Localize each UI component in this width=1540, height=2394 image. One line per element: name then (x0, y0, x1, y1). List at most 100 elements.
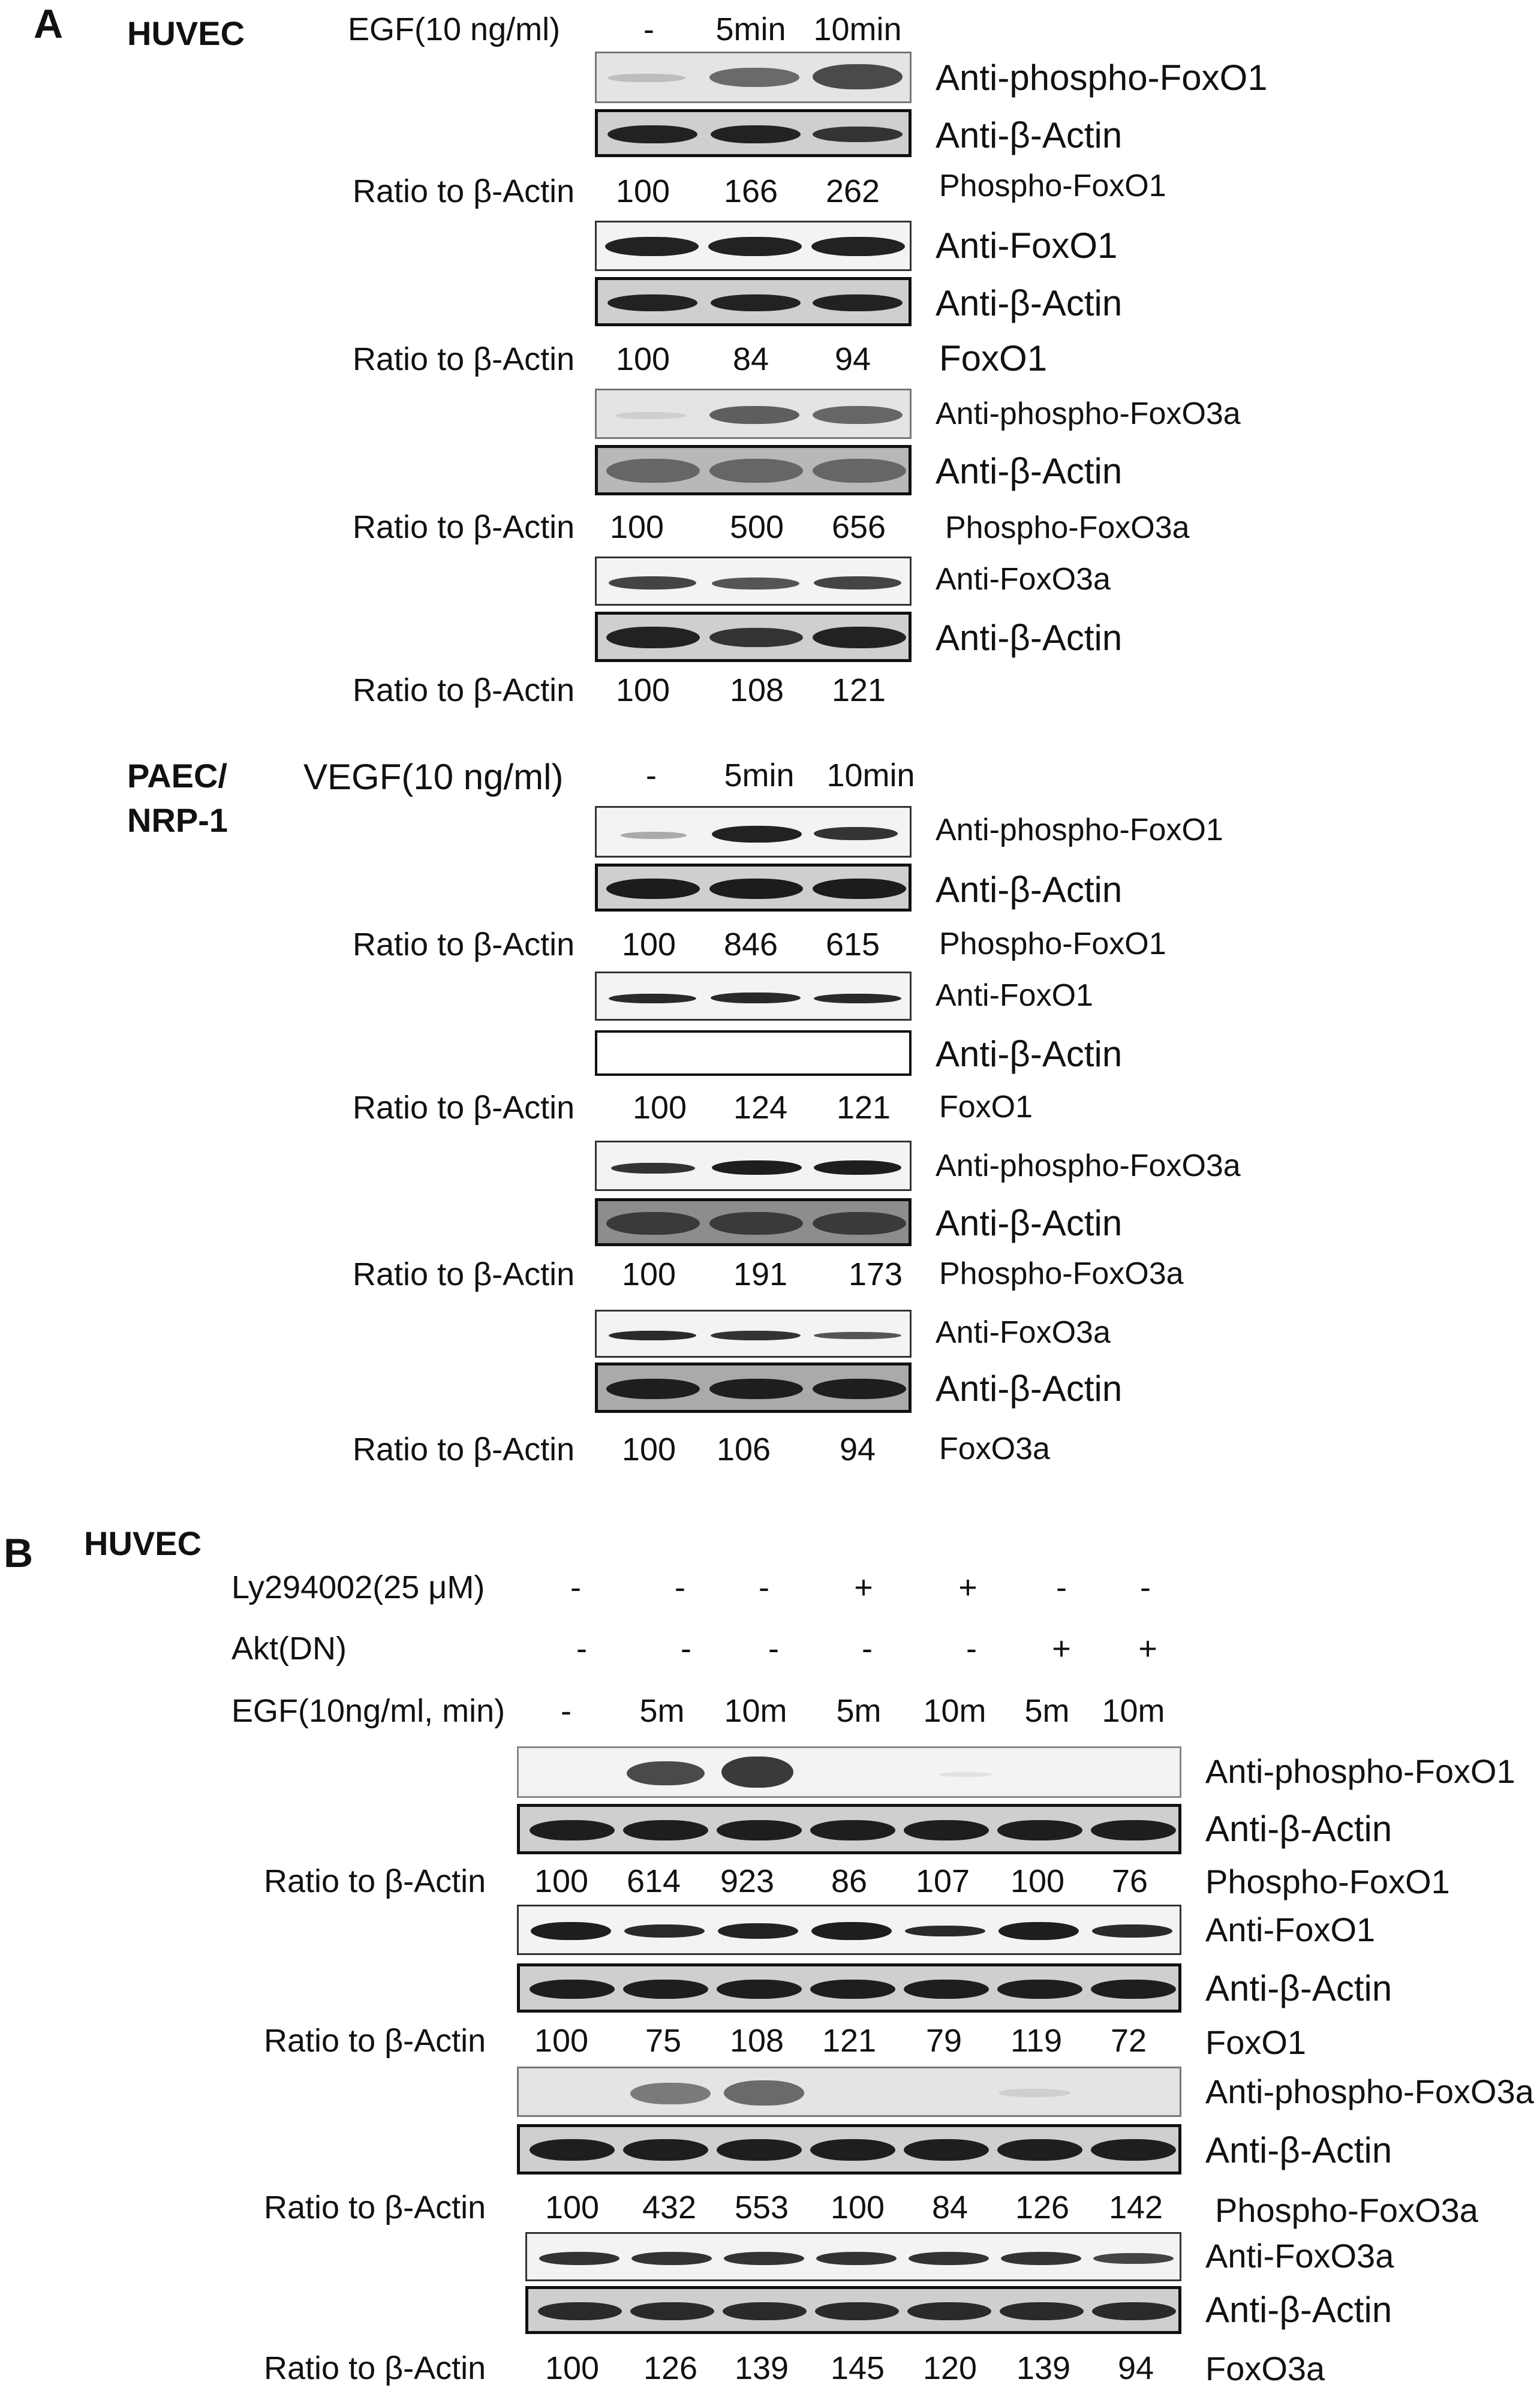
blot-band (709, 1212, 803, 1235)
blot-band (609, 994, 696, 1003)
huvec-value: 121 (831, 672, 886, 708)
b-foxo1-blot (517, 1905, 1181, 1955)
b-phospho-foxo1-blot (517, 1746, 1181, 1798)
blot-band (1093, 2253, 1174, 2264)
paec-value: 94 (839, 1431, 876, 1467)
b-value: 84 (931, 2190, 968, 2225)
b-target-label-3: Phospho-FoxO3a (1215, 2191, 1478, 2229)
huvec-foxo3a-label: Anti-FoxO3a (936, 562, 1111, 597)
paec-foxo1-label: Anti-FoxO1 (936, 978, 1093, 1013)
egf-lane-label: - (561, 1693, 572, 1729)
blot-band (630, 2302, 714, 2320)
huvec-phospho-foxo1-label: Anti-phospho-FoxO1 (936, 58, 1268, 98)
panel-b-letter: B (4, 1530, 34, 1576)
huvec-value: 94 (834, 341, 871, 377)
blot-band (711, 125, 801, 143)
b-value: 139 (1016, 2350, 1071, 2386)
blot-band (609, 1331, 696, 1340)
blot-band (1000, 2302, 1084, 2320)
b-value: 100 (534, 2023, 589, 2059)
akt-sign: - (862, 1631, 873, 1667)
huvec-lane-label-1: - (643, 11, 654, 47)
akt-sign: + (1052, 1631, 1071, 1667)
blot-band (605, 237, 699, 256)
huvec-actin-blot-2 (595, 277, 912, 326)
paec-phospho-foxo3a-label: Anti-phospho-FoxO3a (936, 1148, 1241, 1183)
paec-value: 100 (621, 1431, 676, 1467)
b-value: 75 (645, 2023, 682, 2059)
huvec-actin-label-4: Anti-β-Actin (936, 618, 1123, 658)
blot-band (606, 627, 700, 648)
akt-sign: + (1138, 1631, 1157, 1667)
b-value: 94 (1117, 2350, 1154, 2386)
blot-band (623, 1820, 708, 1840)
huvec-actin-label-2: Anti-β-Actin (936, 283, 1123, 323)
ly294002-row-label: Ly294002(25 μM) (231, 1569, 485, 1605)
blot-band (813, 294, 903, 311)
blot-band (711, 1331, 801, 1340)
blot-band (606, 879, 700, 899)
b-value: 142 (1108, 2190, 1163, 2225)
b-value: 100 (1010, 1863, 1065, 1899)
blot-band (1092, 2302, 1176, 2320)
blot-band (717, 1980, 802, 1999)
paec-lane-label-2: 5min (724, 757, 795, 793)
b-actin-label-2: Anti-β-Actin (1205, 1968, 1392, 2008)
b-foxo3a-label: Anti-FoxO3a (1205, 2237, 1394, 2275)
paec-ratio-label-4: Ratio to β-Actin (353, 1431, 575, 1467)
paec-phospho-foxo1-blot (595, 806, 912, 858)
b-value: 100 (534, 1863, 589, 1899)
huvec-foxo1-label: Anti-FoxO1 (936, 225, 1118, 266)
b-value: 86 (831, 1863, 868, 1899)
paec-actin-blot-4 (595, 1363, 912, 1413)
blot-band (621, 832, 687, 839)
b-foxo1-label: Anti-FoxO1 (1205, 1911, 1376, 1948)
blot-band (724, 2080, 804, 2106)
blot-band (717, 1820, 802, 1840)
blot-band (998, 1922, 1079, 1940)
paec-value: 124 (733, 1090, 788, 1126)
ly-sign: - (570, 1569, 581, 1605)
b-target-label-4: FoxO3a (1205, 2350, 1325, 2387)
huvec-actin-blot-3 (595, 445, 912, 495)
b-value: 145 (830, 2350, 885, 2386)
blot-band (623, 2139, 708, 2161)
blot-band (909, 2252, 989, 2265)
b-value: 139 (734, 2350, 789, 2386)
paec-value: 846 (723, 927, 778, 963)
blot-band (813, 64, 903, 89)
paec-value: 100 (621, 1256, 676, 1292)
blot-band (813, 1212, 906, 1235)
huvec-target-label-3: Phospho-FoxO3a (945, 510, 1190, 545)
huvec-value: 262 (825, 173, 880, 209)
blot-band (607, 125, 697, 143)
paec-value: 100 (632, 1090, 687, 1126)
ly-sign: - (759, 1569, 769, 1605)
blot-band (711, 993, 801, 1003)
paec-actin-label-2: Anti-β-Actin (936, 1034, 1123, 1074)
huvec-lane-label-3: 10min (813, 11, 902, 47)
blot-band (530, 2139, 615, 2161)
huvec-actin-blot-1 (595, 109, 912, 157)
blot-band (709, 628, 803, 647)
huvec-value: 100 (615, 341, 670, 377)
blot-band (611, 1163, 695, 1174)
blot-band (813, 627, 906, 648)
blot-band (607, 294, 697, 311)
paec-ratio-label-3: Ratio to β-Actin (353, 1256, 575, 1292)
huvec-cell-line-label: HUVEC (127, 14, 245, 52)
b-ratio-label-3: Ratio to β-Actin (264, 2190, 486, 2225)
blot-band (814, 576, 901, 590)
blot-band (712, 578, 799, 590)
blot-band (718, 1923, 798, 1939)
paec-actin-blot-1 (595, 864, 912, 912)
blot-band (709, 68, 799, 87)
ly-sign: - (1056, 1569, 1067, 1605)
paec-ratio-label-2: Ratio to β-Actin (353, 1090, 575, 1126)
paec-target-label-3: Phospho-FoxO3a (939, 1256, 1184, 1291)
blot-band (539, 2252, 619, 2265)
ly-sign: - (675, 1569, 685, 1605)
blot-band (814, 1332, 901, 1339)
b-ratio-label-2: Ratio to β-Actin (264, 2023, 486, 2059)
blot-band (717, 2139, 802, 2161)
